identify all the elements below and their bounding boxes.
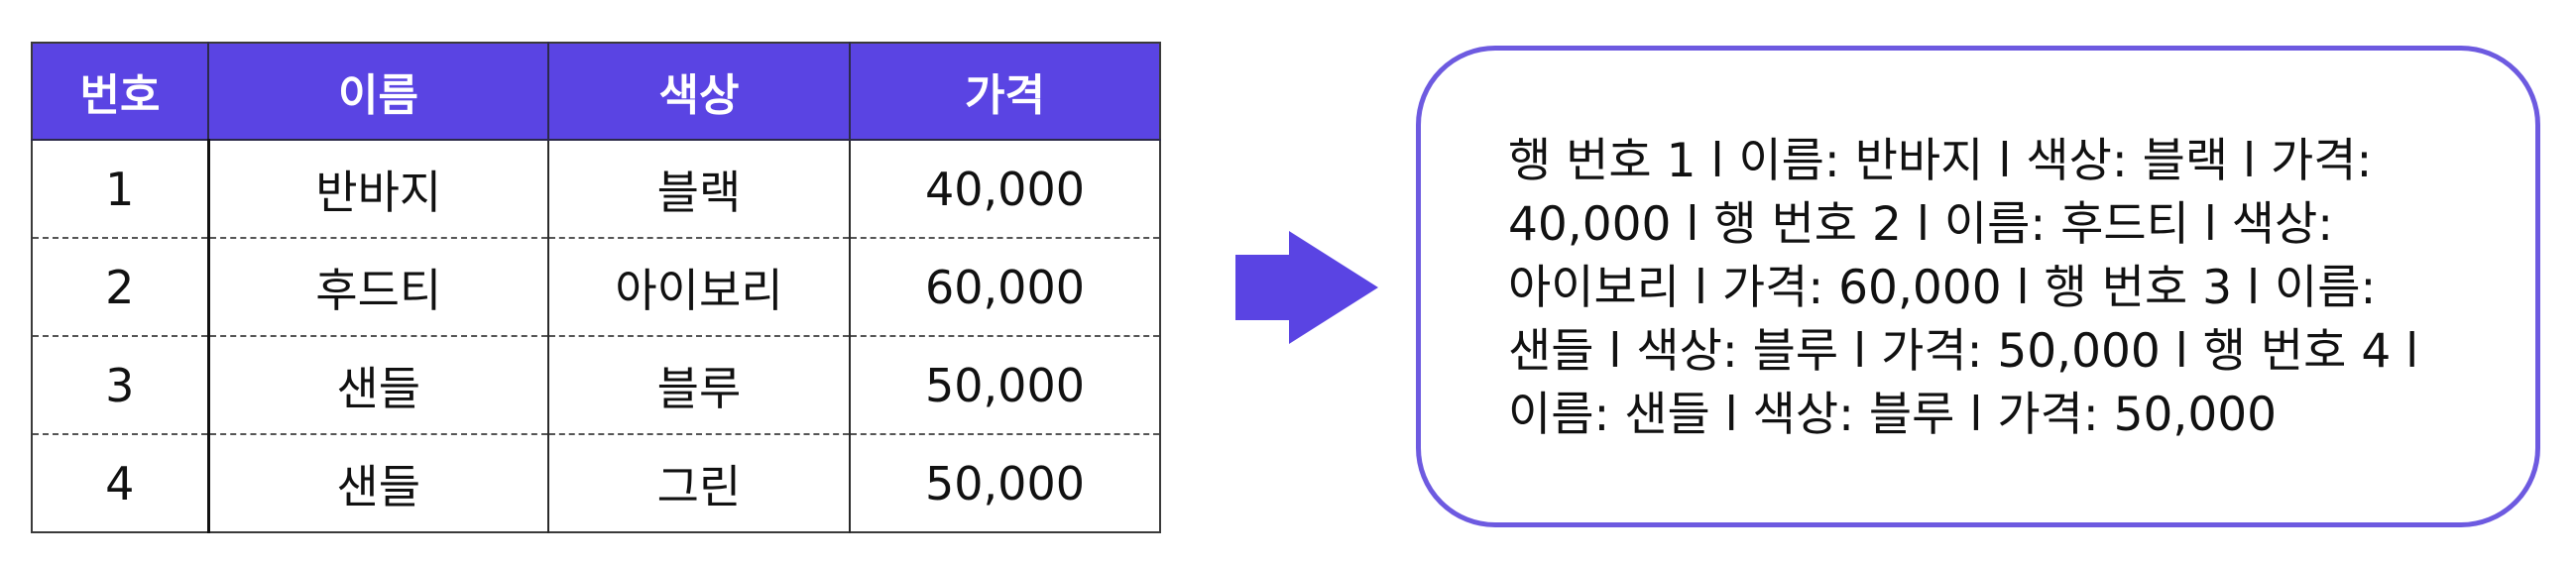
cell-color: 블루 xyxy=(548,336,851,435)
cell-price: 60,000 xyxy=(850,238,1160,337)
cell-number: 4 xyxy=(32,434,210,532)
cell-price: 50,000 xyxy=(850,336,1160,435)
cell-name: 후드티 xyxy=(208,238,549,337)
arrow-shape xyxy=(1235,231,1378,344)
cell-number: 2 xyxy=(32,238,210,337)
cell-price: 40,000 xyxy=(850,140,1160,239)
table-row: 1 반바지 블랙 40,000 xyxy=(32,140,1160,239)
product-table: 번호 이름 색상 가격 1 반바지 블랙 40,000 2 후드티 아이보리 6… xyxy=(31,42,1161,533)
cell-number: 1 xyxy=(32,140,210,239)
header-color: 색상 xyxy=(548,43,851,141)
serialized-row-text: 행 번호 1 l 이름: 반바지 l 색상: 블랙 l 가격: 40,000 l… xyxy=(1508,134,2419,442)
table-row: 4 샌들 그린 50,000 xyxy=(32,434,1160,532)
source-table-container: 번호 이름 색상 가격 1 반바지 블랙 40,000 2 후드티 아이보리 6… xyxy=(31,42,1161,533)
cell-number: 3 xyxy=(32,336,210,435)
table-header-row: 번호 이름 색상 가격 xyxy=(32,43,1160,141)
cell-color: 아이보리 xyxy=(548,238,851,337)
serialized-text-box: 행 번호 1 l 이름: 반바지 l 색상: 블랙 l 가격: 40,000 l… xyxy=(1416,46,2540,527)
cell-name: 반바지 xyxy=(208,140,549,239)
table-row: 2 후드티 아이보리 60,000 xyxy=(32,238,1160,337)
table-row: 3 샌들 블루 50,000 xyxy=(32,336,1160,435)
header-price: 가격 xyxy=(850,43,1160,141)
cell-color: 그린 xyxy=(548,434,851,532)
cell-name: 샌들 xyxy=(208,336,549,435)
cell-name: 샌들 xyxy=(208,434,549,532)
cell-price: 50,000 xyxy=(925,456,1085,510)
cell-color: 블랙 xyxy=(548,140,851,239)
arrow-right-icon xyxy=(1235,231,1378,344)
header-name: 이름 xyxy=(208,43,549,141)
header-number: 번호 xyxy=(32,43,209,141)
